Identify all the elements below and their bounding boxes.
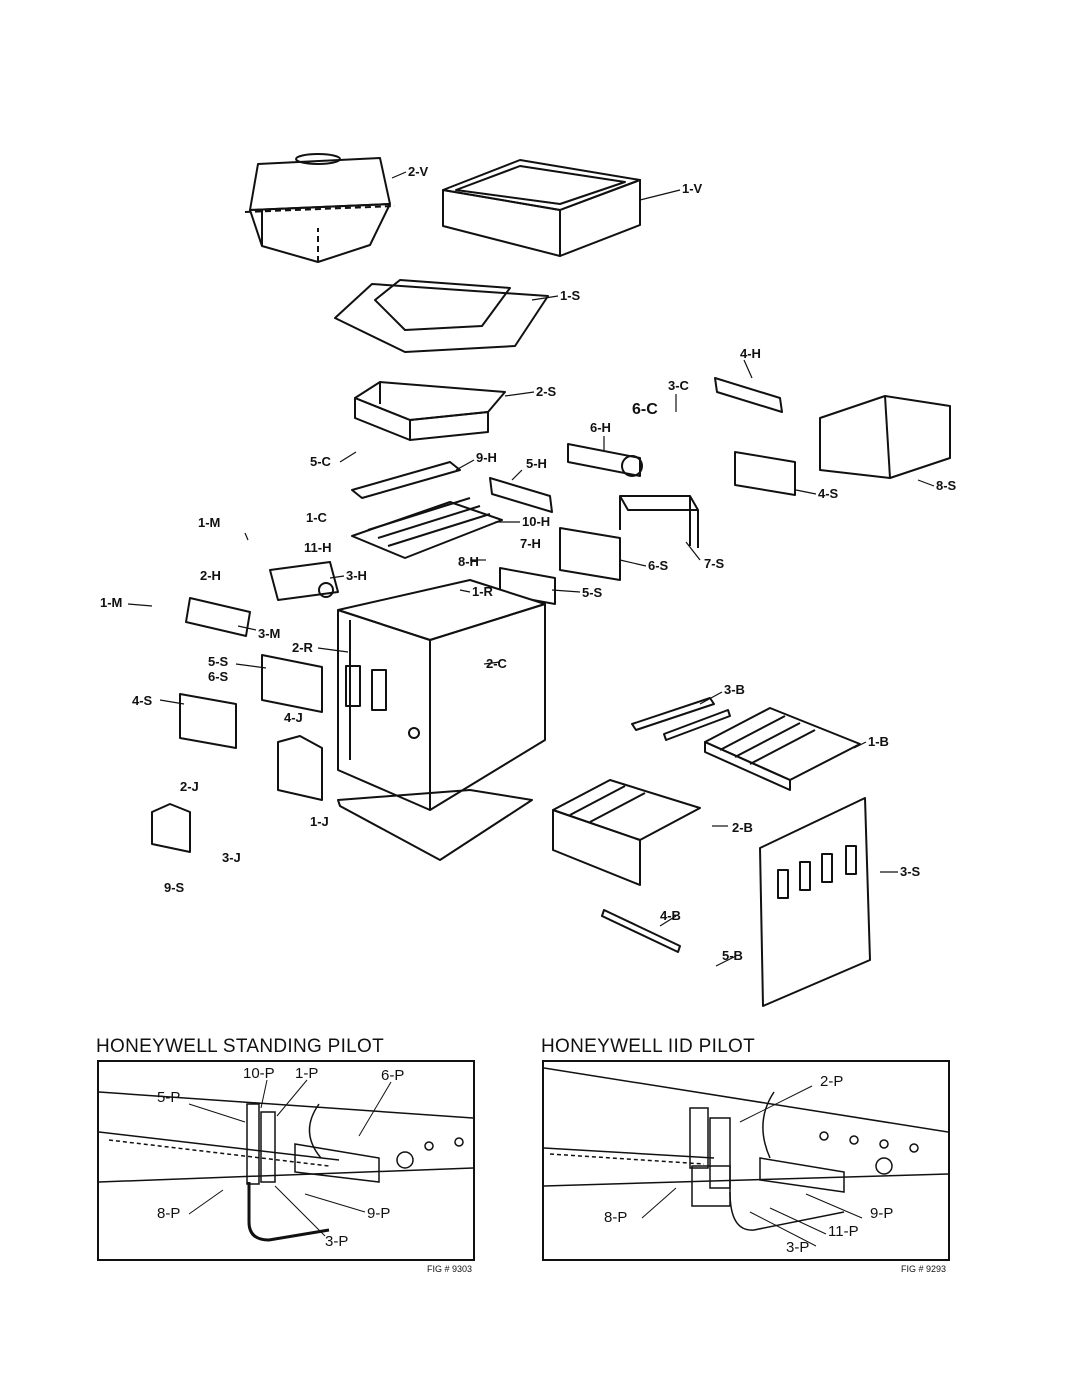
label-8p: 8-P (157, 1205, 180, 1222)
label-1r: 1-R (472, 584, 494, 599)
top-shroud-1s (334, 279, 549, 353)
exploded-parts-diagram: 2-V 1-V 1-S 2-S 4-H 3-C 6-C 6-H 8-S 5-C … (100, 153, 957, 1007)
label-1m-left: 1-M (100, 595, 122, 610)
label-9p-iid: 9-P (870, 1205, 893, 1222)
label-7s: 7-S (704, 556, 725, 571)
header-6h (567, 443, 643, 477)
bracket-3b (631, 697, 731, 741)
standing-pilot-title: HONEYWELL STANDING PILOT (96, 1036, 385, 1057)
label-4s-right: 4-S (818, 486, 839, 501)
label-6p: 6-P (381, 1067, 404, 1084)
label-2b: 2-B (732, 820, 753, 835)
label-2v: 2-V (408, 164, 429, 179)
label-10p: 10-P (243, 1065, 275, 1082)
header-5h (489, 477, 553, 513)
label-5b: 5-B (722, 948, 743, 963)
label-7h: 7-H (520, 536, 541, 551)
label-2h: 2-H (200, 568, 221, 583)
label-1s: 1-S (560, 288, 581, 303)
label-6c: 6-C (632, 401, 658, 418)
label-1j: 1-J (310, 814, 329, 829)
header-4h (714, 377, 783, 413)
label-11p: 11-P (828, 1223, 859, 1240)
heater-cabinet (337, 579, 546, 861)
cover-9s (151, 803, 191, 853)
tray-2s (354, 381, 506, 441)
label-4j: 4-J (284, 710, 303, 725)
fig-number-iid: FIG # 9293 (901, 1264, 947, 1274)
label-9h: 9-H (476, 450, 497, 465)
label-8s: 8-S (936, 478, 957, 493)
fig-number-standing: FIG # 9303 (427, 1264, 473, 1274)
label-11h: 11-H (304, 540, 331, 555)
label-9s: 9-S (164, 880, 185, 895)
label-3p: 3-P (325, 1233, 348, 1250)
label-10h: 10-H (522, 514, 550, 529)
label-6s-right: 6-S (648, 558, 669, 573)
label-3m: 3-M (258, 626, 280, 641)
gasket-4s-left (179, 693, 237, 749)
label-4s-left: 4-S (132, 693, 153, 708)
label-5s-right: 5-S (582, 585, 603, 600)
burner-tray-1b (704, 707, 861, 791)
panel-4s-right (734, 451, 796, 496)
side-panel-8s (819, 395, 951, 479)
label-4h: 4-H (740, 346, 761, 361)
label-3p-iid: 3-P (786, 1239, 809, 1256)
bar-4b (601, 909, 681, 953)
cover-7s (619, 495, 699, 548)
label-3c: 3-C (668, 378, 690, 393)
label-3b: 3-B (724, 682, 745, 697)
heat-exchanger-8h (351, 461, 503, 559)
label-6s-left: 6-S (208, 669, 229, 684)
standing-pilot-inset: 10-P 1-P 6-P 5-P 8-P 9-P 3-P (97, 1060, 475, 1261)
label-2p: 2-P (820, 1073, 843, 1090)
label-1c: 1-C (306, 510, 328, 525)
front-panel-3s (759, 797, 871, 1007)
label-5h: 5-H (526, 456, 547, 471)
label-8p-iid: 8-P (604, 1209, 627, 1226)
burner-tray-2b (552, 779, 701, 886)
label-2c: 2-C (486, 656, 508, 671)
label-5p: 5-P (157, 1089, 180, 1106)
label-1v: 1-V (682, 181, 703, 196)
standing-pilot-drawing: 10-P 1-P 6-P 5-P 8-P 9-P 3-P (98, 1065, 474, 1250)
label-3s: 3-S (900, 864, 921, 879)
top-cover-1v (442, 159, 641, 257)
label-5s-left: 5-S (208, 654, 229, 669)
label-6h: 6-H (590, 420, 611, 435)
label-2j: 2-J (180, 779, 199, 794)
label-2s: 2-S (536, 384, 557, 399)
gasket-6s-right (559, 527, 621, 581)
label-1p: 1-P (295, 1065, 318, 1082)
gasket-5s-right (499, 567, 556, 605)
label-8h: 8-H (458, 554, 479, 569)
gasket-5s-left (261, 654, 323, 713)
label-3h: 3-H (346, 568, 367, 583)
label-3j: 3-J (222, 850, 241, 865)
header-2h (185, 597, 251, 637)
label-2r: 2-R (292, 640, 314, 655)
label-4b: 4-B (660, 908, 681, 923)
label-1m-top: 1-M (198, 515, 220, 530)
vent-hood-2v (244, 153, 396, 263)
label-5c: 5-C (310, 454, 332, 469)
junction-box-1j (277, 735, 323, 801)
label-1b: 1-B (868, 734, 889, 749)
manifold-3h (269, 561, 339, 601)
iid-pilot-inset: 2-P 8-P 9-P 11-P 3-P (542, 1060, 950, 1261)
iid-pilot-title: HONEYWELL IID PILOT (541, 1036, 756, 1057)
label-9p: 9-P (367, 1205, 390, 1222)
iid-pilot-drawing: 2-P 8-P 9-P 11-P 3-P (543, 1067, 949, 1256)
